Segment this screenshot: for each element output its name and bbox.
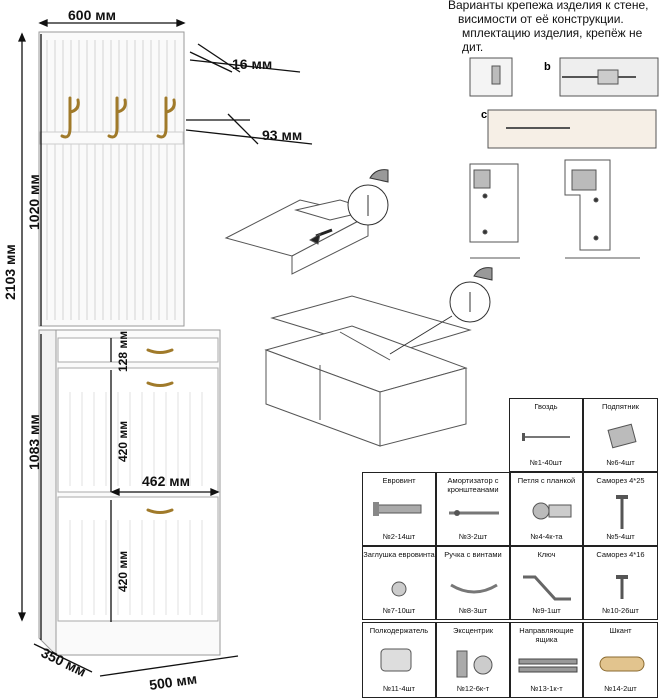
coat-hook-icon bbox=[60, 96, 176, 139]
dim-panel-height: 1020 мм bbox=[26, 174, 42, 230]
shelf-pin-icon bbox=[380, 648, 412, 672]
hardware-qty: №10-26шт bbox=[602, 606, 639, 615]
hardware-cell: Гвоздь №1-40шт bbox=[509, 398, 583, 472]
dim-door2-height: 420 мм bbox=[116, 551, 130, 592]
hardware-qty: №12-6к-т bbox=[456, 684, 490, 693]
cam-lock-icon bbox=[456, 650, 493, 678]
hardware-qty: №5-4шт bbox=[606, 532, 635, 541]
hinge-icon bbox=[532, 502, 572, 520]
nail-icon bbox=[522, 433, 570, 441]
mounting-note-line: Варианты крепежа изделия к стене, bbox=[448, 0, 649, 12]
hardware-qty: №8-3шт bbox=[458, 606, 488, 615]
dim-drawer-height: 128 мм bbox=[116, 331, 130, 372]
dim-width-bottom: 500 мм bbox=[148, 670, 198, 693]
drawer-slide-icon bbox=[518, 658, 578, 673]
drawer-handle-icon bbox=[146, 348, 174, 514]
hardware-cell: Эксцентрик №12-6к-т bbox=[436, 622, 510, 698]
hardware-qty: №2-14шт bbox=[382, 532, 416, 541]
hall-panel bbox=[38, 31, 185, 327]
hardware-cell: Ручка с винтами №8-3шт bbox=[436, 546, 510, 620]
dim-cabinet-height: 1083 мм bbox=[26, 414, 42, 470]
variant-label-b: b bbox=[544, 61, 551, 73]
hammer-icon bbox=[473, 267, 493, 281]
hardware-cell: Саморез 4*16 №10-26шт bbox=[583, 546, 658, 620]
hardware-cell: Полкодержатель №11-4шт bbox=[362, 622, 436, 698]
hardware-name: Саморез 4*16 bbox=[596, 550, 645, 559]
dim-width-top: 600 мм bbox=[68, 7, 116, 23]
dim-door1-height: 420 мм bbox=[116, 421, 130, 462]
drawer-bottom-assembly bbox=[224, 169, 389, 275]
euroscrew-icon bbox=[373, 502, 422, 516]
hex-key-icon bbox=[523, 575, 571, 601]
cabinet-box-assembly bbox=[264, 267, 493, 447]
variant-label-c: c bbox=[481, 109, 487, 121]
screw-icon bbox=[616, 495, 628, 529]
hardware-cell: Саморез 4*25 №5-4шт bbox=[583, 472, 658, 546]
hardware-qty: №6-4шт bbox=[606, 458, 635, 467]
mounting-note-line: висимости от её конструкции. bbox=[458, 12, 624, 26]
hardware-name: Саморез 4*25 bbox=[596, 476, 645, 485]
hardware-cell: Петля с планкой №4-4к-та bbox=[510, 472, 583, 546]
hardware-name: Эксцентрик bbox=[452, 626, 494, 635]
dowel-icon bbox=[599, 656, 645, 672]
hardware-qty: №14-2шт bbox=[604, 684, 637, 693]
hardware-qty: №9-1шт bbox=[532, 606, 561, 615]
damper-icon bbox=[449, 510, 499, 516]
dim-hook-offset: 93 мм bbox=[262, 127, 302, 143]
hardware-qty: №7-10шт bbox=[382, 606, 416, 615]
screw-short-icon bbox=[616, 575, 628, 599]
hardware-name: Ручка с винтами bbox=[444, 550, 502, 559]
hardware-name: Ключ bbox=[537, 550, 556, 559]
hardware-name: Направляющие ящика bbox=[519, 626, 574, 644]
shoe-cabinet bbox=[38, 329, 221, 657]
hardware-qty: №1-40шт bbox=[529, 458, 563, 467]
hardware-name: Амортизатор с кронштеанами bbox=[447, 476, 499, 494]
hardware-cell: Евровинт №2-14шт bbox=[362, 472, 436, 546]
hardware-name: Подпятник bbox=[602, 402, 639, 411]
mounting-note-line: дит. bbox=[462, 40, 484, 54]
hardware-name: Гвоздь bbox=[534, 402, 558, 411]
hardware-cell: Ключ №9-1шт bbox=[510, 546, 583, 620]
dim-inner-width: 462 мм bbox=[142, 473, 190, 489]
hardware-qty: №11-4шт bbox=[383, 684, 415, 693]
hardware-qty: №3-2шт bbox=[458, 532, 488, 541]
hardware-name: Евровинт bbox=[382, 476, 416, 485]
dim-hook-thickness: 16 мм bbox=[232, 56, 272, 72]
mounting-note: Варианты крепежа изделия к стене, висимо… bbox=[448, 0, 658, 54]
hardware-cell: Амортизатор с кронштеанами №3-2шт bbox=[436, 472, 510, 546]
hammer-icon bbox=[369, 169, 389, 183]
glide-icon bbox=[607, 423, 637, 449]
hardware-cell: Шкант №14-2шт bbox=[583, 622, 658, 698]
handle-icon bbox=[450, 583, 498, 594]
hardware-name: Заглушка евровинта bbox=[363, 550, 435, 559]
hardware-qty: №4-4к-та bbox=[530, 532, 563, 541]
hardware-cell: Заглушка евровинта №7-10шт bbox=[362, 546, 436, 620]
hardware-name: Шкант bbox=[609, 626, 632, 635]
hardware-name: Петля с планкой bbox=[517, 476, 576, 485]
hardware-cell: Подпятник №6-4шт bbox=[583, 398, 658, 472]
hardware-qty: №13-1к-т bbox=[530, 684, 563, 693]
hardware-cell: Направляющие ящика №13-1к-т bbox=[510, 622, 583, 698]
mounting-note-line: мплектацию изделия, крепёж не bbox=[462, 26, 643, 40]
cap-icon bbox=[391, 581, 407, 597]
hardware-name: Полкодержатель bbox=[369, 626, 429, 635]
wall-mount-variants bbox=[469, 57, 659, 259]
dim-height-total: 2103 мм bbox=[2, 244, 18, 300]
